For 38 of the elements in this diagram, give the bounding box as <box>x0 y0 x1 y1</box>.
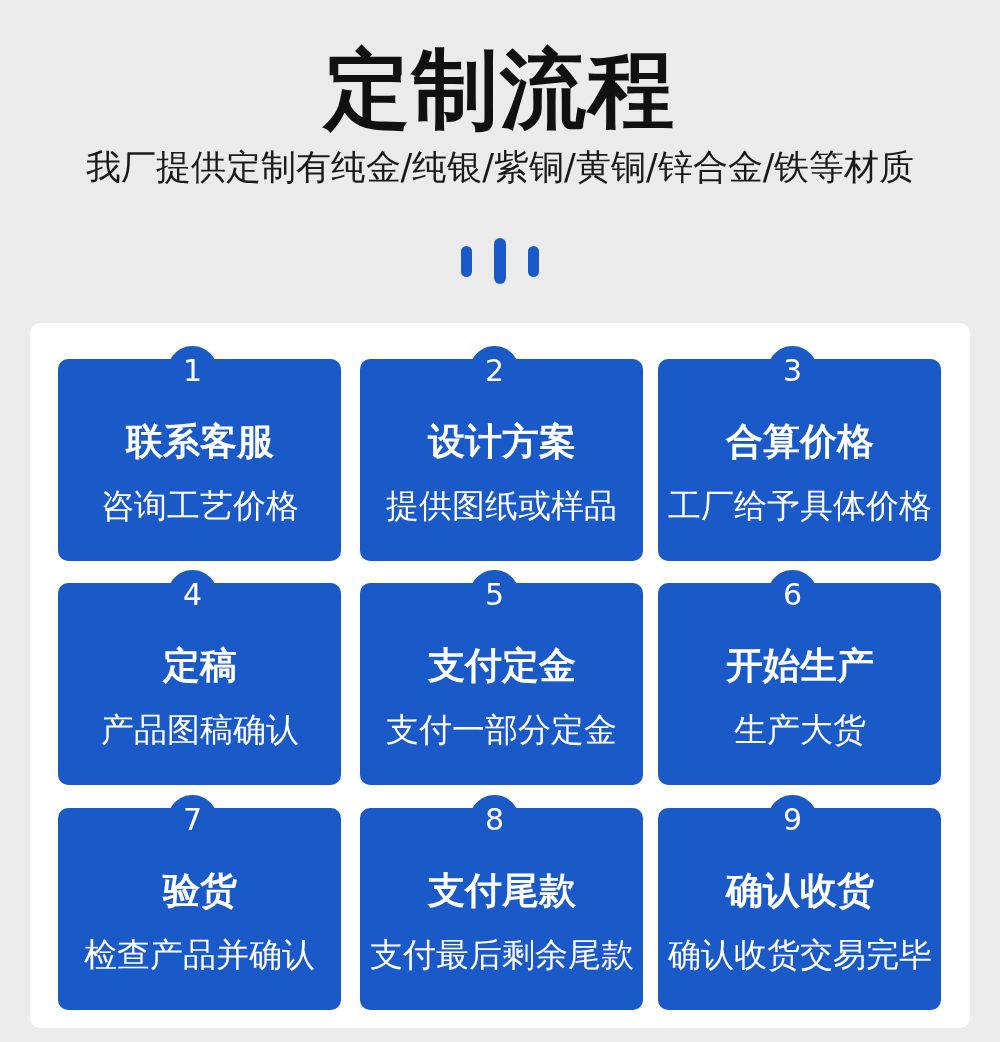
step-card <box>658 346 941 561</box>
step-card <box>58 795 341 1010</box>
step-title: 支付定金 <box>427 646 576 684</box>
step-card <box>360 346 643 561</box>
step-card <box>658 795 941 1010</box>
step-description: 生产大货 <box>733 712 866 746</box>
step-title: 支付尾款 <box>427 871 576 909</box>
step-card <box>58 346 341 561</box>
step-card <box>658 570 941 785</box>
step-number: 2 <box>484 356 505 386</box>
step-number: 9 <box>782 805 803 835</box>
step-number: 5 <box>484 580 505 610</box>
step-description: 咨询工艺价格 <box>100 488 299 522</box>
step-description: 确认收货交易完毕 <box>667 937 932 971</box>
step-title: 设计方案 <box>427 422 576 460</box>
step-title: 确认收货 <box>725 871 874 909</box>
step-title: 开始生产 <box>725 646 874 684</box>
step-number: 6 <box>782 580 803 610</box>
step-title: 合算价格 <box>725 422 874 460</box>
step-card <box>360 570 643 785</box>
step-number: 4 <box>182 580 203 610</box>
step-description: 检查产品并确认 <box>84 937 315 971</box>
step-card <box>360 795 643 1010</box>
step-description: 提供图纸或样品 <box>386 488 617 522</box>
step-title: 验货 <box>162 871 237 909</box>
step-number: 1 <box>182 356 203 386</box>
step-title: 联系客服 <box>125 422 274 460</box>
step-number: 3 <box>782 356 803 386</box>
step-card <box>58 570 341 785</box>
step-description: 工厂给予具体价格 <box>667 488 932 522</box>
step-number: 7 <box>182 805 203 835</box>
title: 定制流程 <box>324 46 676 132</box>
step-description: 产品图稿确认 <box>100 712 299 746</box>
step-description: 支付一部分定金 <box>386 712 617 746</box>
step-number: 8 <box>484 805 505 835</box>
subtitle: 我厂提供定制有纯金/纯银/紫铜/黄铜/锌合金/铁等材质 <box>85 150 915 185</box>
step-title: 定稿 <box>162 646 237 684</box>
step-description: 支付最后剩余尾款 <box>369 937 634 971</box>
